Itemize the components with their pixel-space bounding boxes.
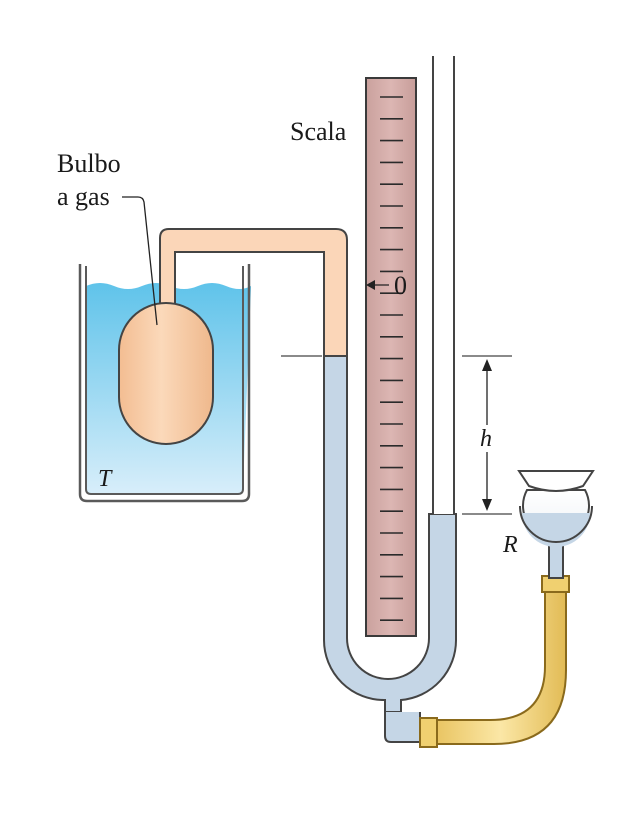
hose-coupling-left bbox=[419, 717, 438, 748]
reservoir-stem bbox=[548, 538, 564, 579]
double-arrow-vertical-icon bbox=[482, 359, 492, 511]
height-indicator bbox=[281, 355, 512, 515]
bulb-label-line1: Bulbo bbox=[57, 149, 121, 178]
height-label: h bbox=[480, 426, 492, 452]
hose-body bbox=[434, 589, 567, 745]
scale-bar bbox=[365, 77, 417, 637]
beaker-outer-wall bbox=[78, 264, 251, 503]
temperature-label: T bbox=[98, 466, 113, 492]
arrow-left-icon bbox=[366, 280, 389, 290]
gas-bulb bbox=[118, 302, 214, 445]
scale bbox=[365, 77, 417, 637]
reservoir-label: R bbox=[502, 532, 518, 558]
reservoir-funnel bbox=[517, 470, 595, 492]
mercury-manometer bbox=[323, 56, 458, 743]
gas-bulb-body bbox=[118, 302, 214, 445]
beaker-inner-wall bbox=[85, 266, 244, 495]
mercury-column bbox=[323, 355, 458, 713]
scale-label: Scala bbox=[290, 117, 347, 146]
mercury-reservoir bbox=[517, 470, 595, 579]
open-tube bbox=[432, 56, 455, 514]
bulb-label-line2: a gas bbox=[57, 182, 110, 211]
outlet-stub bbox=[384, 712, 421, 743]
scale-ticks bbox=[380, 96, 403, 622]
bulb-leader-line bbox=[122, 196, 158, 326]
zero-mark-label: 0 bbox=[394, 271, 407, 300]
